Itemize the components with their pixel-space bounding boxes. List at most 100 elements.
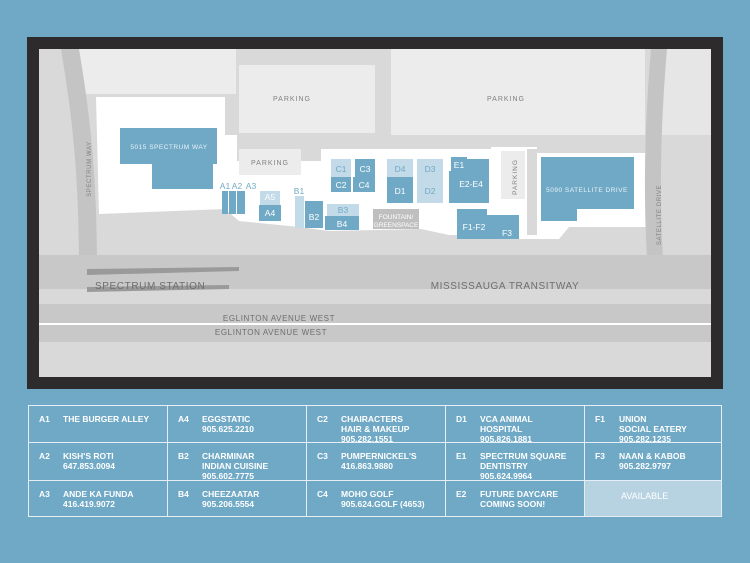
unit-d1 [387,177,413,203]
label-parking-right: PARKING [487,96,525,103]
tenant-phone: 416.419.9072 [63,499,115,509]
unit-code: A2 [39,451,50,461]
tenant-phone: 905.624.9964 [480,471,532,481]
label-satellite-drive: SATELLITE DRIVE [657,185,663,245]
tenant-phone: 416.863.9880 [341,461,393,471]
label-unit-a4: A4 [265,208,276,218]
parking-small-lot [239,149,301,175]
spectrum-station-platform [87,267,239,275]
parking-lot-left-lower [96,49,236,94]
parking-lot-far-right [657,49,711,135]
label-unit-f1-f2: F1-F2 [463,222,486,232]
parking-vertical-lot [501,151,525,199]
label-unit-d3: D3 [425,164,436,174]
spectrum-station-platform-2 [87,285,229,292]
unit-e2-e4 [449,171,489,203]
label-unit-d4: D4 [395,164,406,174]
coming-soon-note: COMING SOON! [480,499,546,509]
unit-c3 [355,159,375,177]
label-parking-small: PARKING [251,160,289,167]
label-unit-b3: B3 [338,205,349,215]
label-building-5015: 5015 SPECTRUM WAY [130,144,207,151]
site-map: PARKING PARKING PARKING PARKING 5015 SPE… [39,49,711,377]
label-unit-b4: B4 [337,219,348,229]
label-unit-c1: C1 [336,164,347,174]
unit-code: E1 [456,451,467,461]
label-building-5090: 5090 SATELLITE DRIVE [546,187,628,194]
unit-code: E2 [456,489,467,499]
available-panel: AVAILABLE [585,481,721,516]
label-eglinton-2: EGLINTON AVENUE WEST [215,328,327,337]
tenant-phone: 905.602.7775 [202,471,254,481]
fountain-greenspace [373,209,419,229]
label-unit-c2: C2 [336,180,347,190]
unit-a3 [237,191,245,214]
label-unit-e1: E1 [454,160,465,170]
unit-b1 [295,196,304,228]
unit-code: A3 [39,489,50,499]
label-transitway: MISSISSAUGA TRANSITWAY [431,281,580,292]
parking-lot-middle [239,65,375,133]
spectrum-way-road [61,49,97,269]
label-unit-b1: B1 [294,186,305,196]
unit-a4 [259,205,281,221]
building-a-pad [527,149,537,235]
label-parking-vertical: PARKING [512,159,519,195]
satellite-drive-road [644,49,667,259]
label-unit-a3: A3 [246,181,257,191]
directory-entry: A1 THE BURGER ALLEY [28,405,168,443]
label-fountain-1: FOUNTAIN/ [379,214,414,221]
building-5090 [541,157,634,221]
label-eglinton-1: EGLINTON AVENUE WEST [223,314,335,323]
tenant-phone: 647.853.0094 [63,461,115,471]
unit-c4 [353,177,375,192]
unit-c1 [331,159,351,177]
building-5015 [120,128,217,189]
tenant-phone: 905.206.5554 [202,499,254,509]
tenant-phone: 905.282.9797 [619,461,671,471]
label-unit-a2: A2 [232,181,243,191]
unit-code: C2 [317,414,328,424]
unit-b4 [325,216,359,230]
label-unit-f3: F3 [502,228,512,238]
unit-code: D1 [456,414,467,424]
unit-d3 [417,159,443,177]
label-spectrum-way: SPECTRUM WAY [87,141,93,197]
label-unit-c3: C3 [360,164,371,174]
unit-code: C3 [317,451,328,461]
tenant-phone: 905.625.2210 [202,424,254,434]
unit-code: A4 [178,414,189,424]
label-fountain-2: GREENSPACE [374,222,419,229]
label-unit-b2: B2 [309,212,320,222]
label-unit-c4: C4 [359,180,370,190]
unit-code: B2 [178,451,189,461]
label-unit-d2: D2 [425,186,436,196]
unit-b3 [327,204,359,216]
tenant-phone: 905.282.1235 [619,434,671,444]
label-unit-e2-e4: E2-E4 [459,179,483,189]
unit-b2 [305,201,323,228]
unit-code: B4 [178,489,189,499]
unit-code: F1 [595,414,605,424]
available-label: AVAILABLE [621,491,669,501]
label-unit-a1: A1 [220,181,231,191]
tenant-phone: 905.624.GOLF (4653) [341,499,425,509]
unit-code: C4 [317,489,328,499]
unit-d4 [387,159,413,177]
